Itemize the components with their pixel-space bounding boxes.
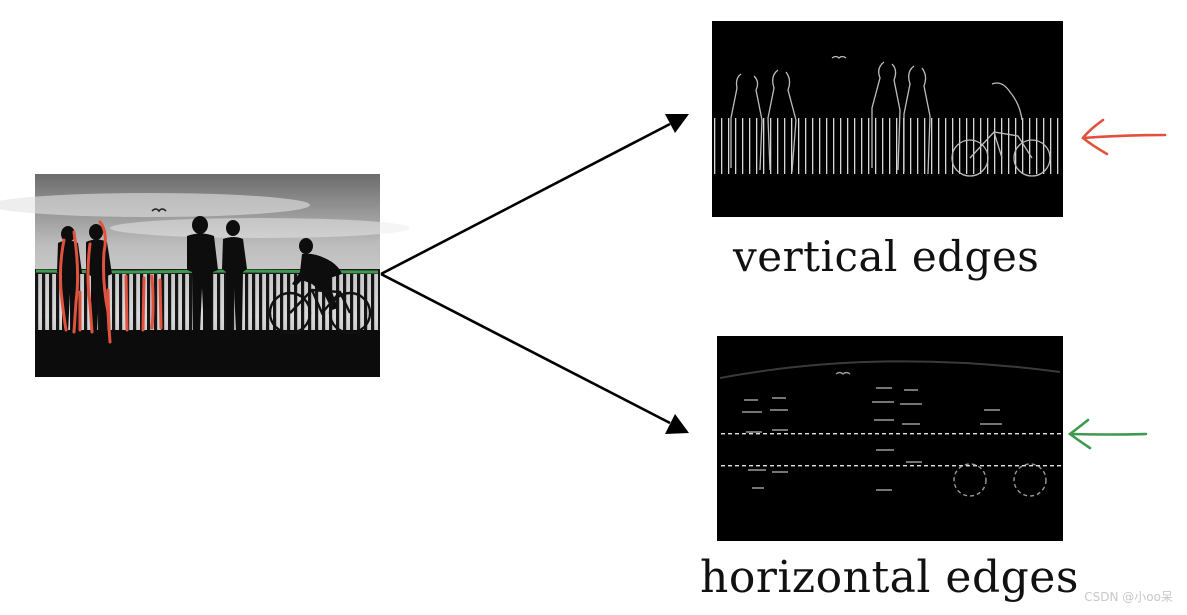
flow-arrow-to-horizontal	[380, 272, 689, 434]
vertical-edge-map	[712, 21, 1063, 217]
original-photo	[0, 174, 410, 377]
watermark-text: CSDN @小oo呆	[1084, 590, 1173, 604]
bird-silhouette	[151, 208, 167, 213]
left-arrow-icon-red	[1081, 118, 1167, 156]
bicycle-silhouette	[268, 288, 372, 335]
horizontal-edges-caption: horizontal edges	[700, 552, 1079, 603]
left-arrow-icon-green	[1067, 418, 1148, 450]
vertical-edges-caption: vertical edges	[733, 232, 1040, 281]
flow-arrow-to-vertical	[380, 114, 689, 276]
horizontal-edge-map	[717, 336, 1063, 541]
red-highlight-strokes	[58, 220, 163, 344]
